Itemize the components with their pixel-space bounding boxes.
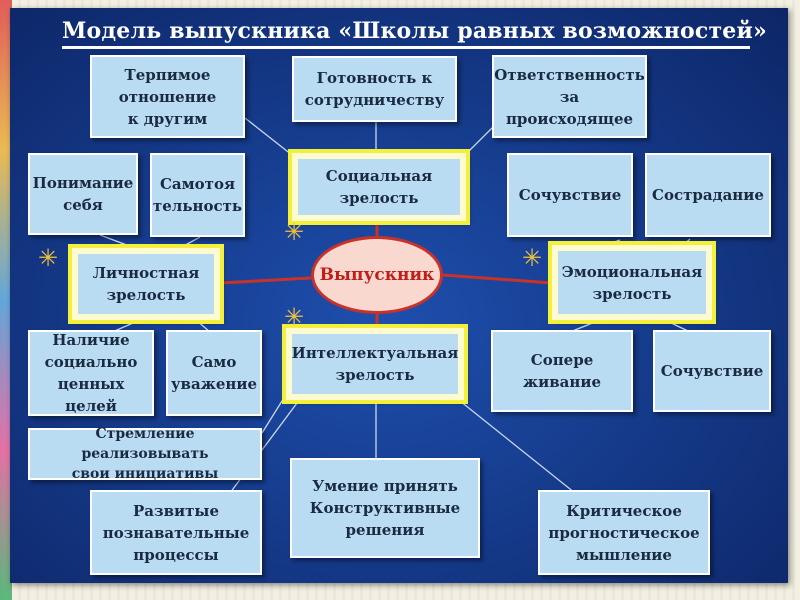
social-item-responsibility: Ответственность за происходящее [492, 55, 647, 138]
personal-item-independence: Самотоя тельность [150, 153, 245, 237]
emotional-item-empathy: Сопере живание [491, 330, 633, 412]
side-decor-strip [0, 0, 12, 600]
personal-item-initiative: Стремление реализовывать свои инициативы [28, 426, 262, 482]
connector-main [219, 276, 312, 285]
center-graduate: Выпускник [311, 236, 443, 314]
personal-maturity-label: Личностная зрелость [92, 264, 200, 304]
personal-item-self-respect: Само уважение [166, 330, 262, 416]
intellectual-item-cognitive: Развитые познавательные процессы [90, 490, 262, 575]
emotional-maturity-label: Эмоциональная зрелость [561, 262, 703, 303]
page-title: Модель выпускника «Школы равных возможно… [62, 18, 767, 44]
connector-line [99, 234, 141, 251]
title-underline [62, 46, 750, 49]
social-item-cooperation: Готовность к сотрудничеству [292, 56, 457, 122]
sun-icon: ✳ [37, 244, 59, 272]
personal-maturity-box: Личностная зрелость [68, 244, 224, 324]
sun-icon: ✳ [283, 303, 305, 331]
emotional-maturity-box: Эмоциональная зрелость [548, 241, 716, 324]
center-label: Выпускник [319, 265, 435, 285]
sun-icon: ✳ [521, 244, 543, 272]
emotional-item-sympathy-2: Сочувствие [653, 330, 771, 412]
connector-main [442, 273, 553, 285]
connector-line [244, 117, 293, 156]
connector-line [179, 236, 201, 249]
emotional-item-sympathy: Сочувствие [507, 153, 633, 237]
intellectual-item-decisions: Умение принять Конструктивные решения [290, 458, 480, 558]
intellectual-maturity-box: Интеллектуальная зрелость [282, 324, 468, 404]
personal-item-self-understanding: Понимание себя [28, 153, 138, 235]
intellectual-item-critical-thinking: Критическое прогностическое мышление [538, 490, 710, 575]
emotional-item-compassion: Сострадание [645, 153, 771, 237]
connector-line [459, 400, 576, 494]
personal-item-social-goals: Наличие социально ценных целей [28, 330, 154, 416]
social-maturity-label: Социальная зрелость [325, 167, 433, 207]
sun-icon: ✳ [283, 218, 305, 246]
social-item-tolerance: Терпимое отношение к другим [90, 55, 245, 138]
social-maturity-box: Социальная зрелость [288, 149, 470, 225]
intellectual-maturity-label: Интеллектуальная зрелость [291, 344, 459, 384]
